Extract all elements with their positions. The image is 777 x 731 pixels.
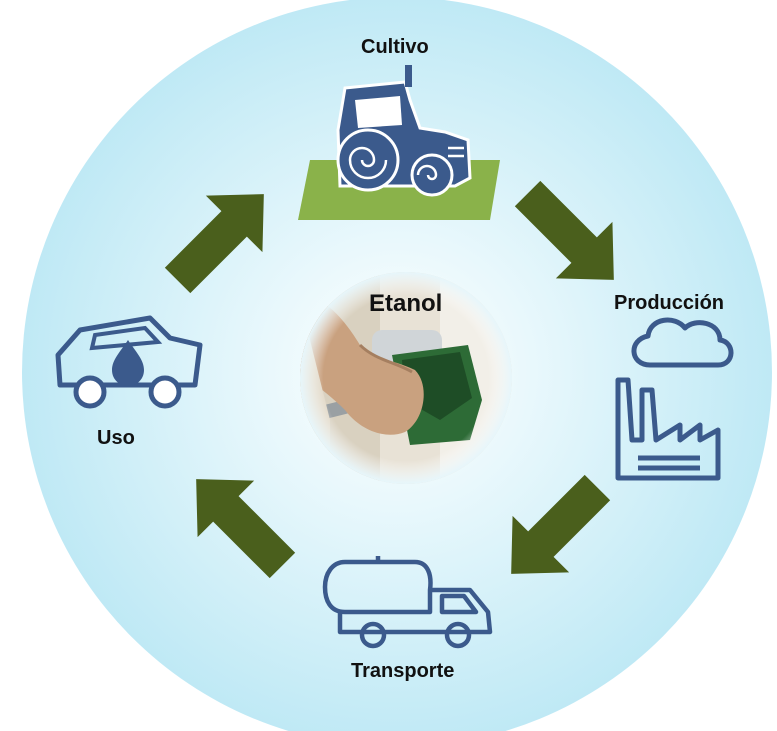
tanker-truck-icon <box>322 556 493 649</box>
arrow-transporte-to-uso <box>196 479 296 579</box>
arrow-produccion-to-transporte <box>511 474 611 574</box>
tractor-icon <box>298 65 500 220</box>
factory-icon <box>615 317 734 481</box>
stage-label-uso: Uso <box>97 427 135 449</box>
arrow-cultivo-to-produccion <box>514 180 614 280</box>
stage-label-produccion: Producción <box>614 292 725 314</box>
arrow-uso-to-cultivo <box>164 194 264 294</box>
stage-label-cultivo: Cultivo <box>361 36 429 58</box>
car-with-fuel-drop-icon <box>55 315 203 409</box>
center-label: Etanol <box>369 290 443 317</box>
stage-label-transporte: Transporte <box>351 660 455 682</box>
